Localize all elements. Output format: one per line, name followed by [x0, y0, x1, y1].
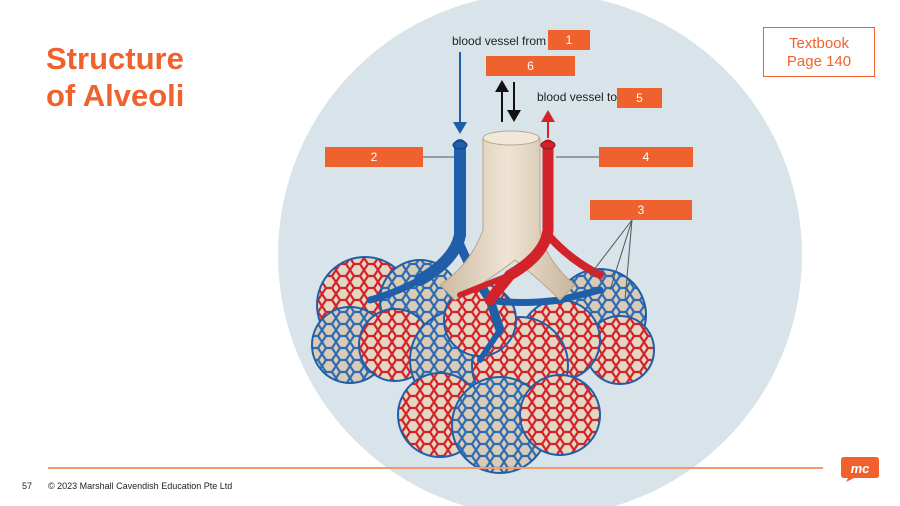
footer-divider	[48, 467, 823, 469]
arrow-into-blue-vessel	[453, 52, 467, 134]
alveoli-cluster	[311, 256, 655, 474]
leader-lines	[423, 156, 633, 301]
label-4: 4	[599, 147, 693, 167]
blood-vessel-to-text: blood vessel to	[537, 90, 618, 104]
arrow-out-of-red-vessel	[541, 110, 555, 138]
title-line-2: of Alveoli	[46, 78, 185, 113]
label-5: 5	[617, 88, 662, 108]
reference-line-1: Textbook	[788, 35, 850, 52]
label-1: 1	[548, 30, 590, 50]
mc-logo: mc	[841, 457, 879, 482]
label-6: 6	[486, 56, 575, 76]
slide-title: Structure of Alveoli	[46, 40, 184, 114]
reference-line-2: Page 140	[786, 53, 852, 70]
textbook-reference-box: Textbook Page 140	[763, 27, 875, 77]
oxygenated-vessel	[457, 139, 604, 306]
logo-text: mc	[851, 461, 871, 476]
air-flow-arrows	[495, 80, 521, 122]
label-3: 3	[590, 200, 692, 220]
deoxygenated-vessel	[366, 139, 604, 363]
bronchiole	[439, 130, 576, 301]
copyright-text: © 2023 Marshall Cavendish Education Pte …	[48, 481, 233, 491]
page-number: 57	[22, 481, 33, 491]
label-2: 2	[325, 147, 423, 167]
title-line-1: Structure	[46, 41, 184, 76]
blood-vessel-from-text: blood vessel from	[452, 34, 547, 48]
